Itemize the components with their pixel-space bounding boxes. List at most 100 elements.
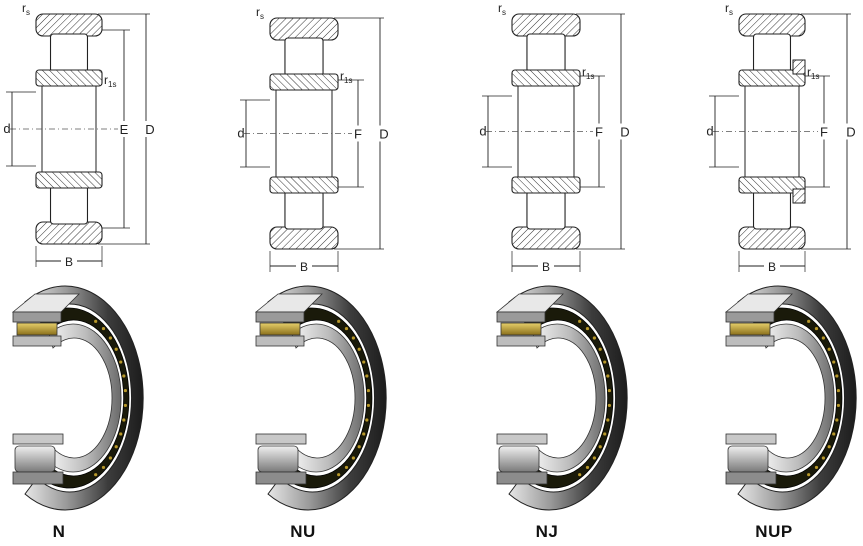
outer-ring-bottom: [269, 226, 339, 250]
roller-bottom: [49, 185, 89, 225]
type-label-nup: NUP: [755, 522, 793, 541]
render-top-inner: [12, 335, 62, 347]
render-cage-rivet: [119, 360, 123, 364]
render-cage-rivet: [598, 445, 602, 449]
render-cage-rivet: [337, 473, 341, 477]
render-cage-rivet: [835, 374, 839, 378]
render-bottom-roller: [498, 445, 540, 473]
bearing-render-nup: [724, 285, 857, 511]
label-outside-d: D: [846, 125, 855, 140]
outer-ring-top: [511, 13, 581, 37]
render-cage-rivet: [585, 326, 590, 331]
label-outside-d: D: [620, 125, 629, 140]
render-cage-rivet: [114, 445, 118, 449]
render-cage-rivet: [832, 360, 836, 364]
render-cage-rivet: [122, 418, 126, 422]
render-cage-rivet: [821, 456, 825, 460]
render-bottom-outer: [725, 471, 777, 485]
render-bottom-roller: [14, 445, 56, 473]
label-width-b: B: [65, 255, 73, 269]
inner-ring-top: [35, 69, 103, 87]
roller-bottom: [526, 190, 566, 230]
raceway-label-bg: [593, 123, 605, 140]
render-cage-rivet: [814, 465, 819, 470]
render-cage-rivet: [365, 418, 369, 422]
render-cage-rivet: [603, 432, 607, 436]
label-width-b: B: [768, 260, 776, 274]
outside-label-bg: [619, 123, 633, 140]
render-cage-rivet: [366, 388, 371, 393]
render-bottom-outer: [12, 471, 64, 485]
outer-ring-bottom: [35, 221, 103, 245]
bearing-render-nu: [254, 285, 387, 511]
loose-rib-top: [792, 59, 806, 75]
label-corner-radius: rs: [22, 1, 30, 17]
label-raceway: F: [820, 125, 828, 140]
inner-ring-top: [269, 73, 339, 91]
render-cage-rivet: [344, 465, 349, 470]
render-cage-rivet: [585, 465, 590, 470]
render-cage-rivet: [337, 319, 341, 323]
render-cage-rivet: [807, 473, 811, 477]
render-bottom-roller: [257, 445, 299, 473]
render-cage-rivet: [598, 347, 602, 351]
outer-ring-top: [269, 17, 339, 41]
render-cage-rivet: [101, 465, 106, 470]
label-width-b: B: [542, 260, 550, 274]
render-cage-rivet: [607, 388, 612, 393]
render-cage-rivet: [592, 456, 596, 460]
render-cage-rivet: [603, 360, 607, 364]
render-cage-rivet: [365, 374, 369, 378]
render-bottom-inner: [496, 433, 548, 445]
roller-top: [752, 33, 792, 73]
inner-ring-bottom: [269, 176, 339, 194]
label-corner-radius-1: r1s: [104, 73, 116, 89]
width-label-bg: [296, 259, 312, 273]
render-top-inner: [255, 335, 305, 347]
render-cage-rivet: [807, 319, 811, 323]
inner-ring-bottom: [511, 176, 581, 194]
inner-ring-bottom: [738, 176, 806, 194]
bearing-render-nj: [495, 285, 628, 511]
label-corner-radius-1: r1s: [582, 65, 594, 81]
render-cage-rivet: [362, 432, 366, 436]
label-bore-d: d: [237, 126, 244, 141]
render-top-inner: [496, 335, 546, 347]
render-top-outer: [496, 311, 546, 323]
label-outside-d: D: [145, 122, 154, 137]
outer-ring-bottom: [511, 226, 581, 250]
render-cage-rivet: [832, 432, 836, 436]
label-raceway: E: [120, 122, 129, 137]
label-corner-radius: rs: [725, 1, 733, 17]
render-cage-rivet: [101, 326, 106, 331]
label-corner-radius: rs: [256, 5, 264, 21]
render-cage-rivet: [827, 347, 831, 351]
bearing-render-n: [11, 285, 144, 511]
inner-ring-top: [738, 69, 806, 87]
type-label-n: N: [52, 522, 66, 541]
render-top-roller: [259, 322, 301, 336]
roller-bottom: [284, 190, 324, 230]
inner-ring-top: [511, 69, 581, 87]
render-bottom-outer: [255, 471, 307, 485]
label-raceway: F: [595, 125, 603, 140]
width-label-bg: [538, 259, 554, 273]
render-bottom-inner: [12, 433, 64, 445]
render-cage-rivet: [351, 336, 355, 340]
render-cage-rivet: [119, 432, 123, 436]
inner-ring-bottom: [35, 171, 103, 189]
render-cage-rivet: [123, 403, 128, 408]
label-corner-radius-1: r1s: [340, 69, 352, 85]
render-cage-rivet: [122, 374, 126, 378]
type-label-nu: NU: [290, 522, 316, 541]
render-top-outer: [725, 311, 775, 323]
label-width-b: B: [300, 260, 308, 274]
outer-ring-top: [35, 13, 103, 37]
render-cage-rivet: [835, 418, 839, 422]
type-label-nj: NJ: [535, 522, 559, 541]
render-cage-rivet: [814, 326, 819, 331]
outside-label-bg: [378, 125, 392, 142]
label-bore-d: d: [706, 124, 713, 139]
